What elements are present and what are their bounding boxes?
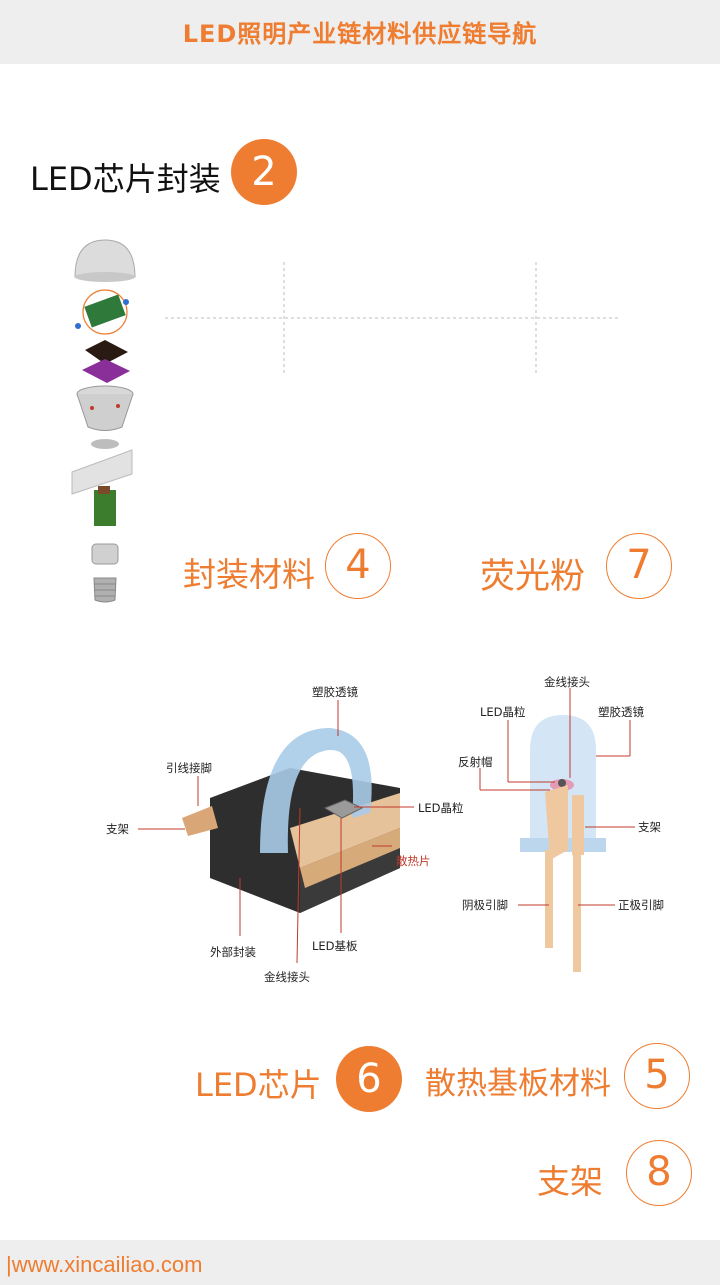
smd-label-substrate: LED基板 [312, 939, 358, 953]
section-number-8[interactable]: 8 [626, 1140, 692, 1206]
section-number-6[interactable]: 6 [336, 1046, 402, 1112]
dip-led-diagram: 金线接头 LED晶粒 塑胶透镜 反射帽 支架 阴极引脚 正极引脚 [458, 675, 664, 972]
section-title-phosphor[interactable]: 荧光粉 [480, 557, 586, 597]
exploded-bulb-illustration [71, 239, 136, 603]
dip-label-reflector: 反射帽 [458, 755, 493, 769]
dip-label-gold-wire: 金线接头 [544, 675, 590, 689]
section-number-7[interactable]: 7 [606, 533, 672, 599]
smd-label-outer: 外部封装 [210, 945, 256, 959]
dip-label-chip: LED晶粒 [480, 705, 526, 719]
header-bar: LED照明产业链材料供应链导航 [0, 0, 720, 64]
smd-label-bracket: 支架 [106, 822, 129, 836]
section-title-bracket[interactable]: 支架 [537, 1162, 603, 1201]
section-number-2[interactable]: 2 [231, 139, 297, 205]
smd-label-chip: LED晶粒 [418, 801, 464, 815]
section-title-heat-substrate[interactable]: 散热基板材料 [425, 1066, 611, 1102]
section-title-led-chip[interactable]: LED芯片 [195, 1066, 322, 1104]
footer-bar: |www.xincailiao.com [0, 1240, 720, 1285]
dip-label-anode: 正极引脚 [618, 898, 664, 912]
smd-label-gold-wire: 金线接头 [264, 970, 310, 984]
page-title: LED照明产业链材料供应链导航 [182, 20, 538, 48]
section-number-4[interactable]: 4 [325, 533, 391, 599]
dip-label-cathode: 阴极引脚 [462, 898, 508, 912]
section-title-packaging-materials[interactable]: 封装材料 [183, 555, 315, 594]
smd-label-heatsink: 散热片 [396, 854, 431, 868]
dip-label-lens: 塑胶透镜 [598, 705, 644, 719]
smd-led-diagram: 塑胶透镜 引线接脚 支架 LED晶粒 散热片 外部封装 LED基板 金线接头 [106, 685, 464, 984]
footer-url-link[interactable]: |www.xincailiao.com [6, 1252, 203, 1277]
section-number-5[interactable]: 5 [624, 1043, 690, 1109]
dashed-guide-lines [165, 262, 620, 376]
dip-label-bracket: 支架 [638, 820, 661, 834]
smd-label-lead: 引线接脚 [166, 761, 212, 775]
section-title-chip-packaging[interactable]: LED芯片封装 [30, 160, 221, 198]
smd-label-lens: 塑胶透镜 [312, 685, 358, 699]
